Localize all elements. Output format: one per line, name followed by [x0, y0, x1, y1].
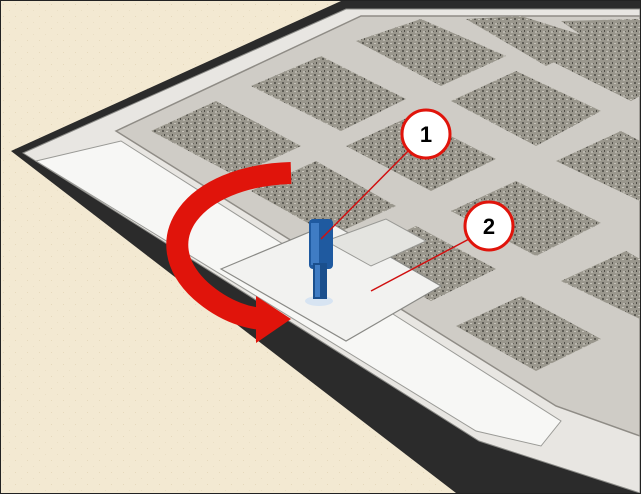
- callout-2: 2: [463, 200, 515, 252]
- svg-text:2: 2: [483, 214, 495, 239]
- callout-1: 1: [400, 108, 452, 160]
- callout-1-leader: [320, 135, 424, 240]
- speckle-pads: [151, 16, 640, 371]
- rotate-arrow-icon: [166, 162, 292, 343]
- access-panel-label-plate: [324, 218, 428, 267]
- latch-handle: [305, 219, 333, 306]
- access-panel: [219, 222, 443, 342]
- svg-text:1: 1: [420, 122, 432, 147]
- callout-2-leader: [370, 237, 472, 292]
